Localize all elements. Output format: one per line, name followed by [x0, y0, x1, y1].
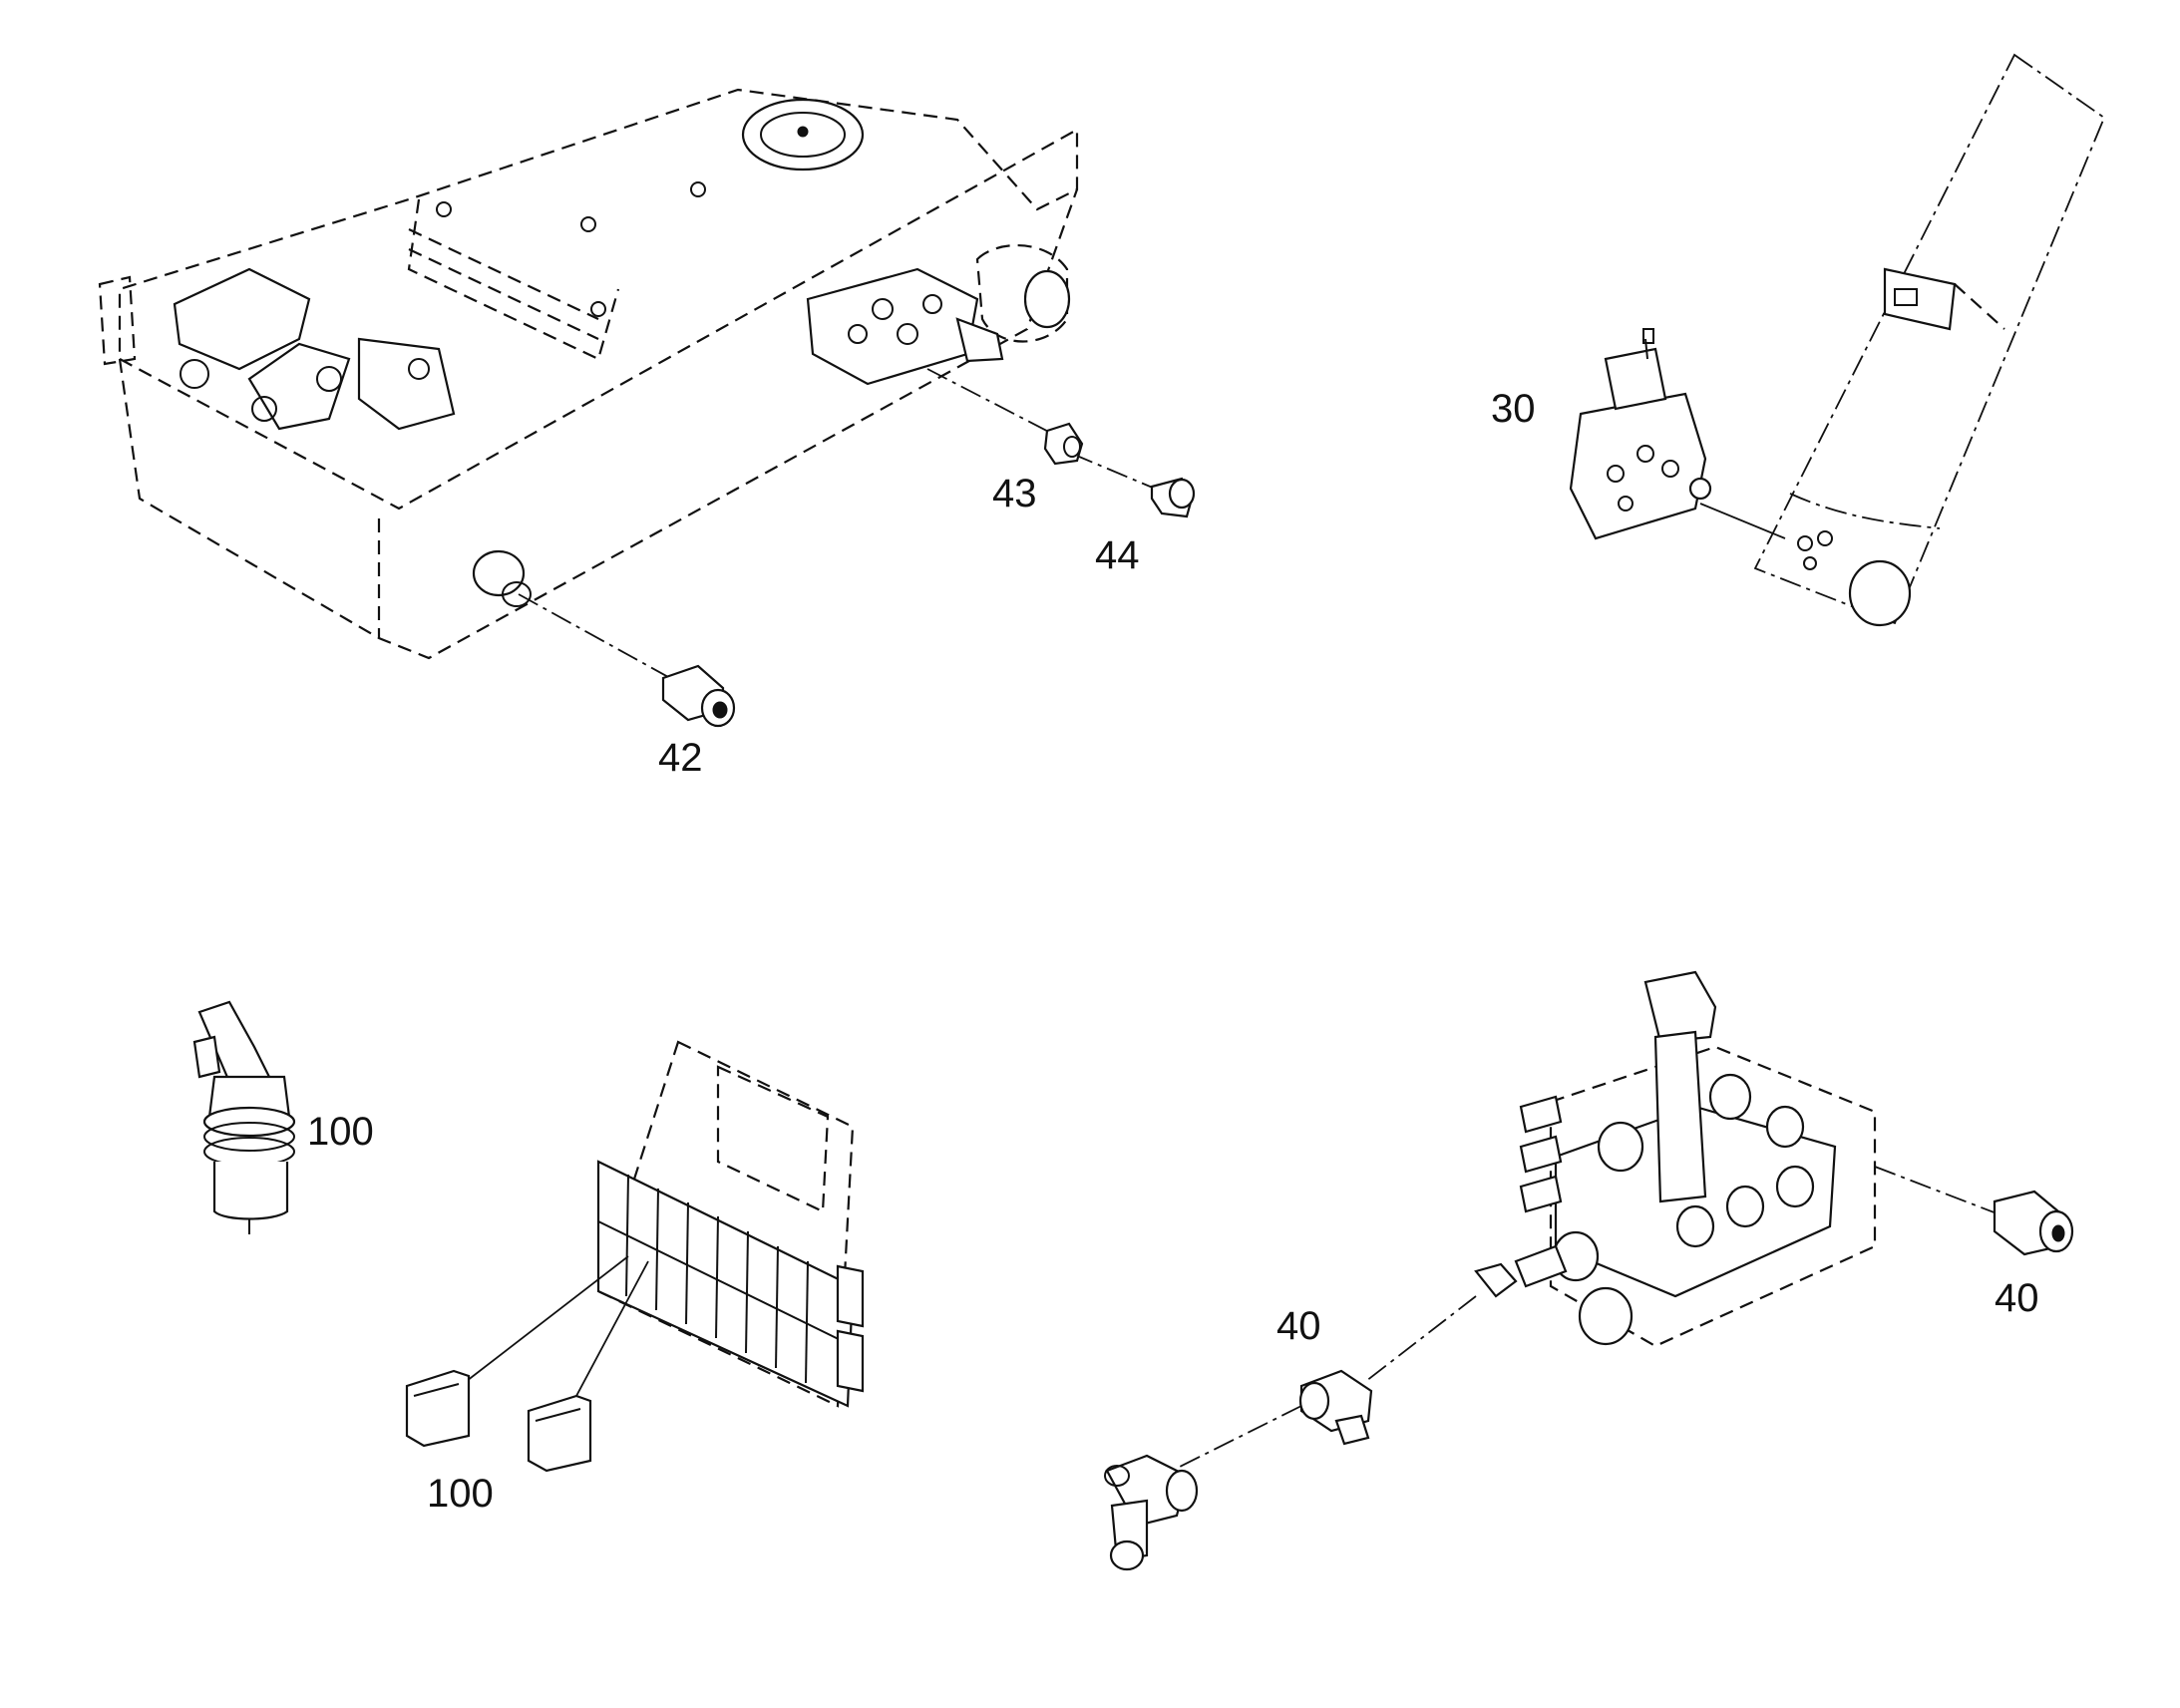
hydraulic-tank-assembly — [98, 88, 1079, 660]
leader-line-43 — [926, 368, 1063, 440]
callout-30: 30 — [1491, 387, 1536, 431]
fitting-43 — [1043, 422, 1084, 466]
switch-panel — [596, 1040, 865, 1408]
leader-line-40-lower — [1171, 1405, 1302, 1472]
callout-42: 42 — [658, 736, 703, 780]
boom-section — [1753, 53, 2106, 627]
rocker-switch-100-a — [405, 1369, 471, 1448]
joystick-100 — [192, 1000, 296, 1234]
hose-fitting-lower — [1104, 1454, 1199, 1571]
callout-40-center: 40 — [1276, 1304, 1321, 1348]
tee-fitting-40-right — [1993, 1190, 2074, 1256]
leader-line-40-center — [1365, 1295, 1477, 1382]
leader-line-42 — [518, 593, 689, 689]
callout-100-joystick: 100 — [307, 1110, 374, 1154]
callout-100-switches: 100 — [427, 1472, 494, 1516]
fitting-44 — [1150, 477, 1196, 518]
leader-line-100-switch-1 — [453, 1255, 629, 1392]
tee-fitting-40-center — [1298, 1369, 1373, 1446]
rocker-switch-100-b — [527, 1394, 592, 1473]
leader-line-30 — [1699, 503, 1786, 539]
callout-43: 43 — [992, 472, 1037, 515]
leader-line-100-switch-2 — [567, 1260, 649, 1412]
control-valve-bank — [1474, 970, 1877, 1348]
callout-40-right: 40 — [1995, 1276, 2039, 1320]
leader-line-40-right — [1874, 1166, 2005, 1217]
valve-30 — [1569, 328, 1712, 540]
callout-44: 44 — [1095, 533, 1140, 577]
fitting-42 — [661, 664, 736, 728]
